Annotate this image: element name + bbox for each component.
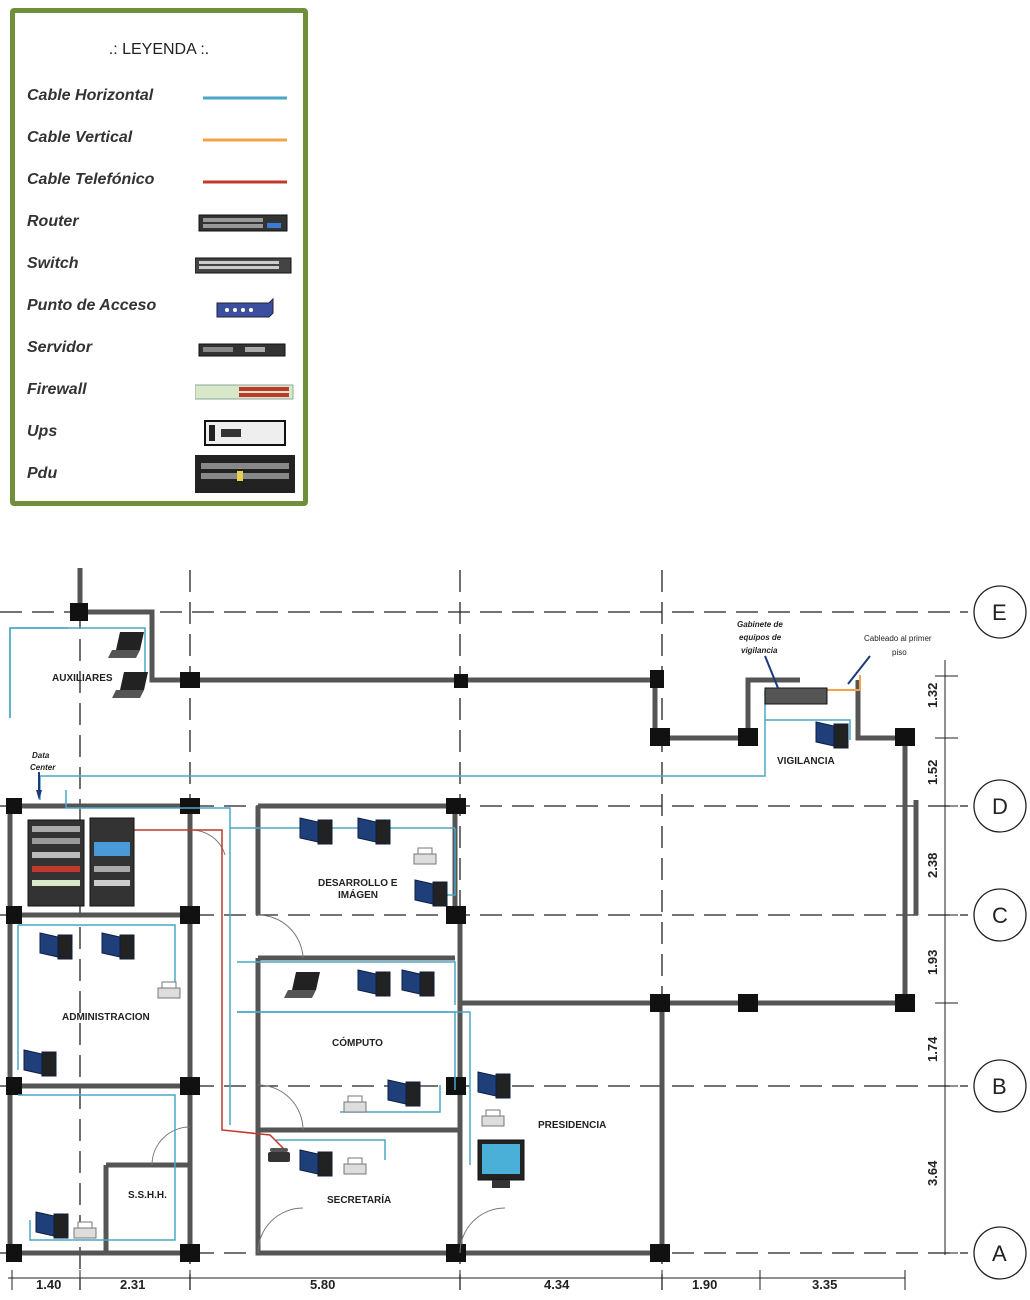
room-ssh: S.S.H.H. bbox=[128, 1190, 167, 1201]
legend-item-ups: Ups bbox=[23, 419, 303, 449]
legend-label: Punto de Acceso bbox=[27, 297, 157, 314]
monitor-icon bbox=[477, 1139, 525, 1188]
cable-horizontal-line bbox=[203, 96, 287, 100]
legend-item-pdu: Pdu bbox=[23, 455, 303, 493]
cableado-pointer bbox=[847, 655, 871, 685]
desktop-icons bbox=[23, 721, 849, 1239]
data-center-rack bbox=[27, 817, 135, 907]
room-vigilancia: VIGILANCIA bbox=[777, 756, 835, 767]
legend-item-switch: Switch bbox=[23, 251, 303, 281]
axis-c: C bbox=[992, 903, 1008, 928]
legend-box: .: LEYENDA :. Cable Horizontal Cable Ver… bbox=[10, 8, 308, 506]
dim-v-6: 3.64 bbox=[925, 1160, 940, 1186]
data-center-arrow bbox=[36, 790, 42, 800]
dim-v-3: 2.38 bbox=[925, 853, 940, 878]
vigilancia-cabinet bbox=[764, 687, 828, 705]
room-desarrollo-line2: IMÁGEN bbox=[338, 888, 378, 901]
axis-d: D bbox=[992, 794, 1008, 819]
legend-label: Firewall bbox=[27, 381, 87, 398]
legend-item-punto-de-acceso: Punto de Acceso bbox=[23, 293, 303, 323]
dim-h-6: 3.35 bbox=[812, 1277, 837, 1292]
cable-telefonico-line bbox=[203, 180, 287, 184]
legend-label: Cable Horizontal bbox=[27, 87, 154, 104]
legend-label: Switch bbox=[27, 255, 79, 272]
axis-e: E bbox=[992, 600, 1007, 625]
room-secretaria: SECRETARÍA bbox=[327, 1193, 391, 1206]
note-gabinete-1: Gabinete de bbox=[737, 620, 783, 629]
legend-label: Router bbox=[27, 213, 79, 230]
dim-h-3: 5.80 bbox=[310, 1277, 335, 1292]
legend-item-cable-horizontal: Cable Horizontal bbox=[23, 83, 303, 113]
router-icon bbox=[198, 214, 288, 232]
legend-title: .: LEYENDA :. bbox=[108, 41, 210, 58]
dim-v-5: 1.74 bbox=[925, 1036, 940, 1062]
note-data-center-2: Center bbox=[30, 763, 56, 772]
laptop-icons bbox=[108, 632, 320, 998]
legend-item-cable-telefonico: Cable Telefónico bbox=[23, 167, 303, 197]
room-administracion: ADMINISTRACION bbox=[62, 1012, 150, 1023]
note-data-center-1: Data bbox=[32, 751, 50, 760]
dim-h-2: 2.31 bbox=[120, 1277, 145, 1292]
pdu-icon bbox=[195, 455, 295, 493]
room-computo: CÓMPUTO bbox=[332, 1036, 383, 1049]
room-presidencia: PRESIDENCIA bbox=[538, 1120, 606, 1131]
legend-item-servidor: Servidor bbox=[23, 335, 303, 365]
note-cableado-2: piso bbox=[892, 648, 907, 657]
room-auxiliares: AUXILIARES bbox=[52, 673, 113, 684]
legend-item-router: Router bbox=[23, 209, 303, 239]
printer-icons bbox=[73, 847, 505, 1239]
cable-vertical-line bbox=[203, 138, 287, 142]
axis-bubbles: E D C B A bbox=[973, 585, 1027, 1280]
dimension-lines bbox=[8, 660, 958, 1290]
dim-v-1: 1.32 bbox=[925, 683, 940, 708]
dim-v-4: 1.93 bbox=[925, 950, 940, 975]
axis-b: B bbox=[992, 1074, 1007, 1099]
axis-a: A bbox=[992, 1241, 1007, 1266]
doors bbox=[151, 829, 506, 1254]
note-gabinete-3: vigilancia bbox=[741, 646, 778, 655]
legend-label: Cable Telefónico bbox=[27, 171, 155, 188]
switch-icon bbox=[195, 257, 292, 274]
dim-v-2: 1.52 bbox=[925, 760, 940, 785]
server-icon bbox=[198, 343, 286, 357]
room-desarrollo-line1: DESARROLLO E bbox=[318, 878, 398, 889]
note-cableado-1: Cableado al primer bbox=[864, 634, 932, 643]
telephone-icon bbox=[268, 1148, 290, 1162]
floor-plan: AUXILIARES ADMINISTRACION S.S.H.H. DESAR… bbox=[0, 568, 1027, 1292]
legend-label: Pdu bbox=[27, 465, 58, 482]
dim-h-4: 4.34 bbox=[544, 1277, 570, 1292]
dim-h-1: 1.40 bbox=[36, 1277, 61, 1292]
columns bbox=[6, 603, 915, 1262]
legend-item-firewall: Firewall bbox=[23, 377, 303, 407]
note-gabinete-2: equipos de bbox=[739, 633, 782, 642]
legend-label: Cable Vertical bbox=[27, 129, 133, 146]
legend-item-cable-vertical: Cable Vertical bbox=[23, 125, 303, 155]
gabinete-pointer bbox=[764, 655, 779, 689]
legend-label: Servidor bbox=[27, 339, 92, 356]
access-point-icon bbox=[216, 297, 274, 318]
dim-h-5: 1.90 bbox=[692, 1277, 717, 1292]
ups-icon bbox=[204, 420, 286, 446]
cables-horizontal bbox=[9, 627, 851, 1241]
firewall-icon bbox=[195, 384, 294, 400]
legend-label: Ups bbox=[27, 423, 58, 440]
